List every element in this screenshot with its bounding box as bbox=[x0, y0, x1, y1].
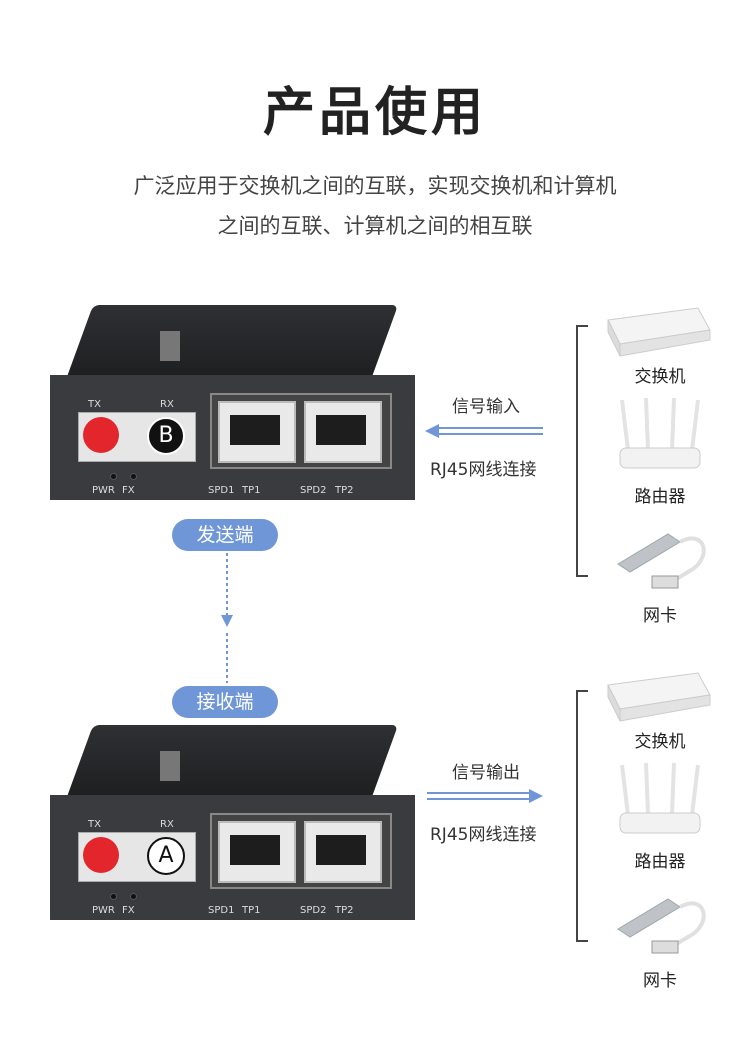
network-card-icon bbox=[617, 533, 706, 589]
spd1-label: SPD1 bbox=[208, 905, 235, 916]
device-label-router: 路由器 bbox=[634, 487, 686, 507]
router-icon bbox=[619, 763, 701, 834]
signal-out-label: 信号输出 bbox=[452, 763, 520, 783]
network-card-icon bbox=[617, 898, 706, 954]
subtitle-line-1: 广泛应用于交换机之间的互联，实现交换机和计算机 bbox=[133, 174, 617, 198]
pwr-label: PWR bbox=[92, 905, 115, 916]
fiber-connector-red bbox=[83, 417, 119, 453]
cable-label-top: RJ45网线连接 bbox=[430, 460, 537, 480]
rx-label: RX bbox=[160, 399, 174, 410]
bracket-top bbox=[576, 325, 588, 577]
device-label-nic: 网卡 bbox=[643, 971, 677, 991]
rx-label: RX bbox=[160, 819, 174, 830]
dotted-arrow-down-icon bbox=[221, 553, 233, 683]
fiber-connector-red bbox=[83, 837, 119, 873]
led-pwr bbox=[110, 893, 117, 900]
brand-logo bbox=[160, 751, 180, 781]
arrow-right-icon bbox=[427, 789, 543, 803]
badge-b: B bbox=[147, 417, 185, 455]
tx-label: TX bbox=[88, 819, 101, 830]
badge-a: A bbox=[147, 837, 185, 875]
spd2-label: SPD2 bbox=[300, 905, 327, 916]
led-fx bbox=[130, 893, 137, 900]
pwr-label: PWR bbox=[92, 485, 115, 496]
tp1-label: TP1 bbox=[242, 905, 261, 916]
switch-icon bbox=[607, 672, 711, 722]
device-label-nic: 网卡 bbox=[643, 606, 677, 626]
switch-icon bbox=[607, 307, 711, 357]
led-fx bbox=[130, 473, 137, 480]
rj45-jack-2 bbox=[316, 835, 366, 865]
arrow-left-icon bbox=[425, 424, 543, 438]
fx-label: FX bbox=[122, 485, 135, 496]
tp1-label: TP1 bbox=[242, 485, 261, 496]
rj45-jack-2 bbox=[316, 415, 366, 445]
subtitle-line-2: 之间的互联、计算机之间的相互联 bbox=[217, 214, 533, 238]
rj45-jack-1 bbox=[230, 835, 280, 865]
spd1-label: SPD1 bbox=[208, 485, 235, 496]
tp2-label: TP2 bbox=[335, 905, 354, 916]
signal-in-label: 信号输入 bbox=[452, 397, 520, 417]
media-converter-sender: TX RX B PWR FX SPD1 TP1 SPD2 TP2 bbox=[50, 305, 415, 500]
tx-label: TX bbox=[88, 399, 101, 410]
device-top-panel bbox=[66, 305, 399, 377]
media-converter-receiver: TX RX A PWR FX SPD1 TP1 SPD2 TP2 bbox=[50, 725, 415, 920]
device-label-switch: 交换机 bbox=[634, 367, 686, 387]
fx-label: FX bbox=[122, 905, 135, 916]
tp2-label: TP2 bbox=[335, 485, 354, 496]
brand-logo bbox=[160, 331, 180, 361]
bracket-bottom bbox=[576, 690, 588, 942]
cable-label-bottom: RJ45网线连接 bbox=[430, 825, 537, 845]
rj45-jack-1 bbox=[230, 415, 280, 445]
led-pwr bbox=[110, 473, 117, 480]
device-top-panel bbox=[66, 725, 399, 797]
spd2-label: SPD2 bbox=[300, 485, 327, 496]
pill-sender: 发送端 bbox=[172, 519, 278, 551]
pill-receiver: 接收端 bbox=[172, 686, 278, 718]
page-title: 产品使用 bbox=[262, 83, 487, 143]
device-label-router: 路由器 bbox=[634, 852, 686, 872]
device-label-switch: 交换机 bbox=[634, 732, 686, 752]
router-icon bbox=[619, 398, 701, 469]
